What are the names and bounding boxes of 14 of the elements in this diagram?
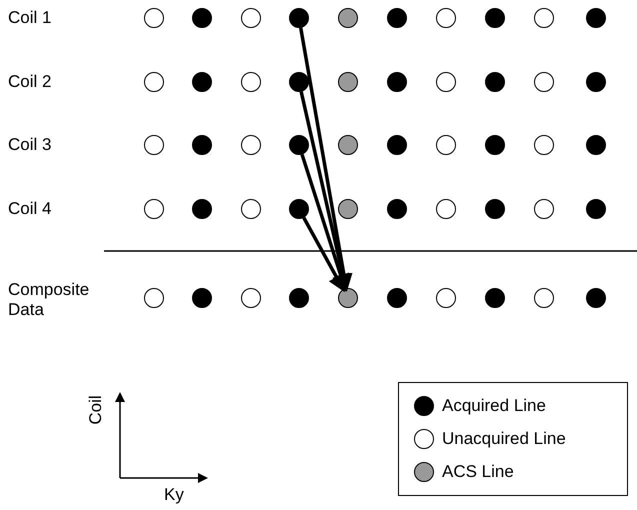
arrow (300, 154, 350, 292)
axis-label: Ky (164, 485, 184, 505)
axis-label: Coil (86, 394, 106, 427)
legend-text: Acquired Line (442, 396, 546, 416)
row-label: Coil 2 (8, 72, 52, 92)
row-label: Coil 3 (8, 135, 52, 155)
arrow (302, 216, 345, 292)
legend-text: Unacquired Line (442, 429, 566, 449)
row-label: Coil 4 (8, 199, 52, 219)
legend-text: ACS Line (442, 462, 514, 482)
row-label: Composite Data (8, 280, 90, 320)
arrow (299, 28, 352, 292)
arrow (300, 91, 352, 292)
row-label: Coil 1 (8, 8, 52, 28)
